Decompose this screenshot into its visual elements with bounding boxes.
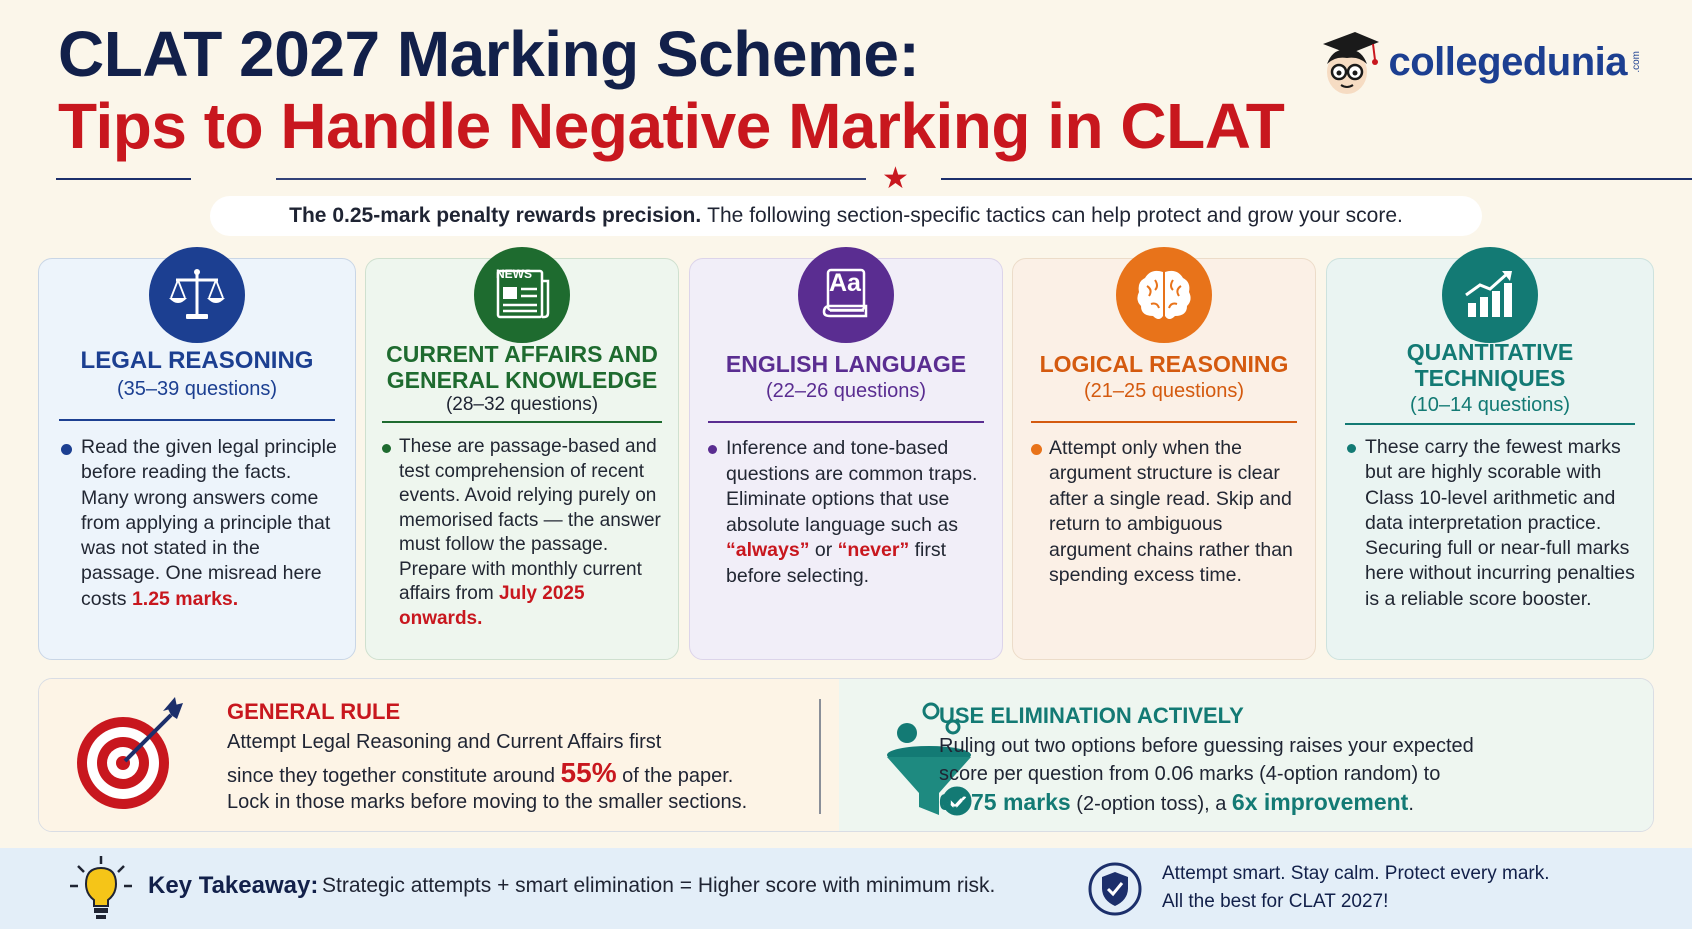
card-title: LEGAL REASONING — [80, 347, 314, 374]
intro-text: The following section-specific tactics c… — [707, 204, 1403, 227]
general-rule-section: GENERAL RULE Attempt Legal Reasoning and… — [39, 679, 839, 831]
brand-suffix: .com — [1631, 51, 1642, 73]
newspaper-icon-label: NEWS — [496, 267, 532, 281]
card-question-count: (22–26 questions) — [765, 380, 927, 402]
shield-check-icon — [1088, 862, 1142, 916]
closing-line2: All the best for CLAT 2027! — [1162, 891, 1389, 912]
elimination-highlight-improvement: 6x improvement — [1231, 789, 1409, 815]
newspaper-icon: NEWS — [474, 247, 570, 343]
elimination-title: USE ELIMINATION ACTIVELY — [939, 703, 1244, 728]
elimination-highlight-marks: 0.375 marks — [939, 789, 1071, 815]
intro-bold: The 0.25-mark penalty rewards precision. — [289, 204, 702, 227]
brand-logo: collegedunia .com — [1315, 26, 1642, 98]
elimination-line3: 0.375 marks (2-option toss), a 6x improv… — [939, 789, 1414, 815]
elimination-section: USE ELIMINATION ACTIVELY Ruling out two … — [839, 679, 1653, 831]
card-body: These carry the fewest marks but are hig… — [1365, 436, 1635, 610]
card-body: These are passage-based and test compreh… — [399, 436, 661, 629]
card-highlight: July 2025 onwards. — [399, 583, 585, 629]
card-quantitative-techniques: QUANTITATIVE TECHNIQUES (10–14 questions… — [1326, 247, 1654, 660]
card-highlight: 1.25 marks. — [131, 587, 239, 610]
card-question-count: (21–25 questions) — [1083, 380, 1245, 402]
dictionary-icon-label: Aa — [829, 269, 861, 297]
key-takeaway-text: Strategic attempts + smart elimination =… — [322, 874, 996, 897]
closing-line1: Attempt smart. Stay calm. Protect every … — [1162, 863, 1550, 884]
card-legal-reasoning: LEGAL REASONING (35–39 questions) Read t… — [38, 247, 356, 660]
growth-chart-icon — [1442, 247, 1538, 343]
general-rule-line3: Lock in those marks before moving to the… — [227, 791, 748, 813]
card-body: Attempt only when the argument structure… — [1049, 437, 1293, 587]
tips-panel: GENERAL RULE Attempt Legal Reasoning and… — [38, 678, 1654, 832]
elimination-line2: score per question from 0.06 marks (4-op… — [939, 763, 1441, 785]
lightbulb-icon — [70, 856, 132, 919]
card-title: ENGLISH LANGUAGE — [725, 351, 967, 377]
card-body: Inference and tone-based questions are c… — [726, 437, 978, 587]
mascot-icon — [1322, 32, 1379, 94]
card-logical-reasoning: LOGICAL REASONING (21–25 questions) Atte… — [1012, 247, 1316, 660]
card-current-affairs: NEWS CURRENT AFFAIRS AND GENERAL KNOWLED… — [365, 247, 679, 660]
card-title-line1: QUANTITATIVE — [1406, 339, 1574, 365]
elimination-line1: Ruling out two options before guessing r… — [939, 735, 1474, 757]
card-body: Read the given legal principle before re… — [81, 436, 337, 610]
card-highlight-never: “never” — [837, 539, 910, 562]
card-question-count: (10–14 questions) — [1409, 394, 1571, 416]
card-question-count: (28–32 questions) — [445, 394, 599, 415]
general-rule-title: GENERAL RULE — [227, 699, 401, 724]
card-title: LOGICAL REASONING — [1039, 351, 1289, 377]
key-takeaway-label: Key Takeaway: — [148, 872, 319, 899]
brand-name: collegedunia — [1388, 39, 1628, 84]
general-rule-line1: Attempt Legal Reasoning and Current Affa… — [227, 731, 662, 753]
card-question-count: (35–39 questions) — [116, 378, 278, 400]
card-highlight-always: “always” — [726, 539, 810, 562]
general-rule-line2: since they together constitute around 55… — [227, 757, 734, 788]
page-title: CLAT 2027 Marking Scheme: — [58, 18, 920, 90]
brain-icon — [1116, 247, 1212, 343]
target-icon — [77, 697, 183, 809]
header: CLAT 2027 Marking Scheme: Tips to Handle… — [58, 18, 1398, 162]
general-rule-percent: 55% — [560, 757, 617, 788]
scales-of-justice-icon — [149, 247, 245, 343]
card-title-line1: CURRENT AFFAIRS AND — [386, 341, 658, 367]
closing-message: Attempt smart. Stay calm. Protect every … — [1162, 860, 1550, 916]
card-title-line2: GENERAL KNOWLEDGE — [386, 367, 658, 393]
intro-banner: The 0.25-mark penalty rewards precision.… — [210, 196, 1482, 236]
dictionary-icon: Aa — [798, 247, 894, 343]
card-title-line2: TECHNIQUES — [1414, 365, 1566, 391]
panel-divider — [819, 699, 821, 814]
footer-banner: Key Takeaway: Strategic attempts + smart… — [0, 848, 1692, 929]
star-icon: ★ — [882, 162, 909, 195]
funnel-icon — [887, 702, 975, 819]
title-divider: ★ — [56, 164, 1692, 194]
section-cards: LEGAL REASONING (35–39 questions) Read t… — [38, 247, 1654, 660]
card-english-language: Aa ENGLISH LANGUAGE (22–26 questions) In… — [689, 247, 1003, 660]
page-subtitle: Tips to Handle Negative Marking in CLAT — [58, 90, 1285, 162]
